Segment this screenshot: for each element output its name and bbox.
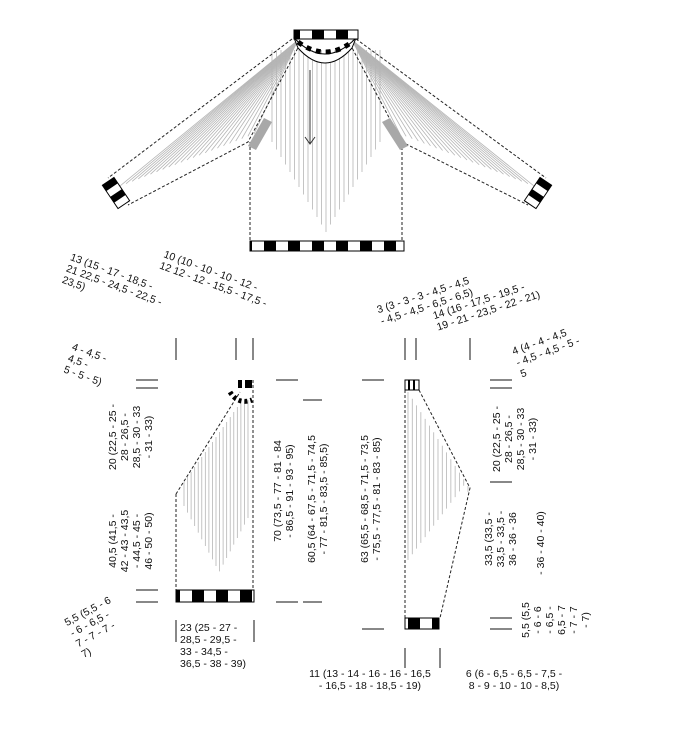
label-side-length: 60,5 (64 - 67,5 - 71,5 - 74,5 - 77 - 81,… <box>306 435 330 563</box>
sleeve-cuff-band <box>404 617 440 630</box>
stitch-line <box>352 41 480 166</box>
hem-band <box>249 240 405 252</box>
stitch-line <box>131 40 299 182</box>
stitch-line <box>119 39 299 187</box>
stitch-line <box>351 39 535 187</box>
sweater-assembled-view <box>101 29 553 252</box>
stitch-line <box>138 40 298 180</box>
label-sleeve-raglan-depth: 20 (22,5 - 25 - 28 - 26,5 - 28,5 - 30 - … <box>491 406 539 472</box>
stitch-line <box>253 43 297 135</box>
stitch-line <box>352 41 462 158</box>
sleeve-yoke-lines <box>407 392 469 560</box>
down-arrow-icon <box>304 70 316 145</box>
stitch-line <box>150 40 298 175</box>
left-sleeve-outline <box>107 35 301 206</box>
raglan-shading-left <box>248 118 272 150</box>
yoke-fan-lines-right <box>351 39 535 187</box>
stitch-line <box>352 41 468 161</box>
stitch-line <box>125 39 299 184</box>
stitch-line <box>352 40 510 177</box>
stitch-line <box>217 42 297 149</box>
neckband <box>293 29 359 64</box>
body-outline <box>249 142 403 242</box>
stitch-line <box>351 39 529 184</box>
raglan-shading-right <box>382 118 408 150</box>
stitch-line <box>168 41 298 168</box>
stitch-line <box>223 42 297 147</box>
stitch-line <box>162 40 298 170</box>
stitch-line <box>235 43 297 142</box>
stitch-line <box>211 42 297 151</box>
yoke-front-lines <box>271 50 381 232</box>
yoke-fan-lines-left <box>119 39 299 187</box>
sleeve-top-stripes <box>404 379 420 391</box>
label-yoke-depth-back: 20 (22,5 - 25 - 28 - 26,5 - 28,5 - 30 - … <box>107 404 155 470</box>
label-sleeve-length: 63 (65,5 - 68,5 - 71,5 - 73,5 - 75,5 - 7… <box>359 435 383 563</box>
body-hem-band <box>175 589 255 603</box>
body-piece-schematic <box>136 338 322 642</box>
stitch-line <box>352 41 486 168</box>
right-cuff <box>523 176 553 210</box>
stitch-line <box>353 43 413 139</box>
stitch-line <box>192 41 298 158</box>
label-body-length: 40,5 (41,5 - 42 - 43 - 43,5 - 44,5 - 45 … <box>107 509 155 573</box>
stitch-line <box>352 41 474 163</box>
body-yoke-lines <box>183 400 249 572</box>
label-total-length: 70 (73,5 - 77 - 81 - 84 - 86,5 - 91 - 93… <box>272 440 296 542</box>
stitch-line <box>156 40 298 173</box>
stitch-line <box>352 42 450 154</box>
stitch-line <box>352 40 498 173</box>
stitch-line <box>352 40 492 170</box>
stitch-line <box>174 41 298 166</box>
stitch-line <box>198 42 298 156</box>
body-neck-corner <box>227 380 253 404</box>
stitch-line <box>352 40 516 180</box>
stitch-line <box>186 41 298 161</box>
label-half-body-width: 23 (25 - 27 - 28,5 - 29,5 - 33 - 34,5 - … <box>180 622 246 670</box>
stitch-line <box>180 41 298 163</box>
stitch-line <box>204 42 298 154</box>
stitch-line <box>241 43 297 139</box>
stitch-line <box>351 40 523 182</box>
label-sleeve-lower-extra: - 36 - 40 - 40) <box>535 511 547 575</box>
left-cuff <box>101 176 131 210</box>
sleeve-piece-schematic <box>362 338 512 668</box>
stitch-line <box>353 43 419 142</box>
label-sleeve-lower-length: 33,5 (33,5 - 33,5 - 33,5 - 36 - 36 - 36 <box>483 510 519 568</box>
label-sleeve-rib: 5,5 (5,5 - 6 - 6 - 6,5 - 6,5 - 7 - 7 - 7… <box>520 602 592 638</box>
stitch-line <box>353 42 443 151</box>
right-sleeve-outline <box>349 35 547 206</box>
stitch-line <box>352 42 456 156</box>
stitch-line <box>353 42 437 149</box>
stitch-line <box>353 43 425 144</box>
stitch-line <box>352 40 504 175</box>
label-cuff-width: 6 (6 - 6,5 - 6,5 - 7,5 - 8 - 9 - 10 - 10… <box>465 668 563 692</box>
label-body-bottom-width: 11 (13 - 14 - 16 - 16 - 16,5 - 16,5 - 18… <box>309 668 431 692</box>
